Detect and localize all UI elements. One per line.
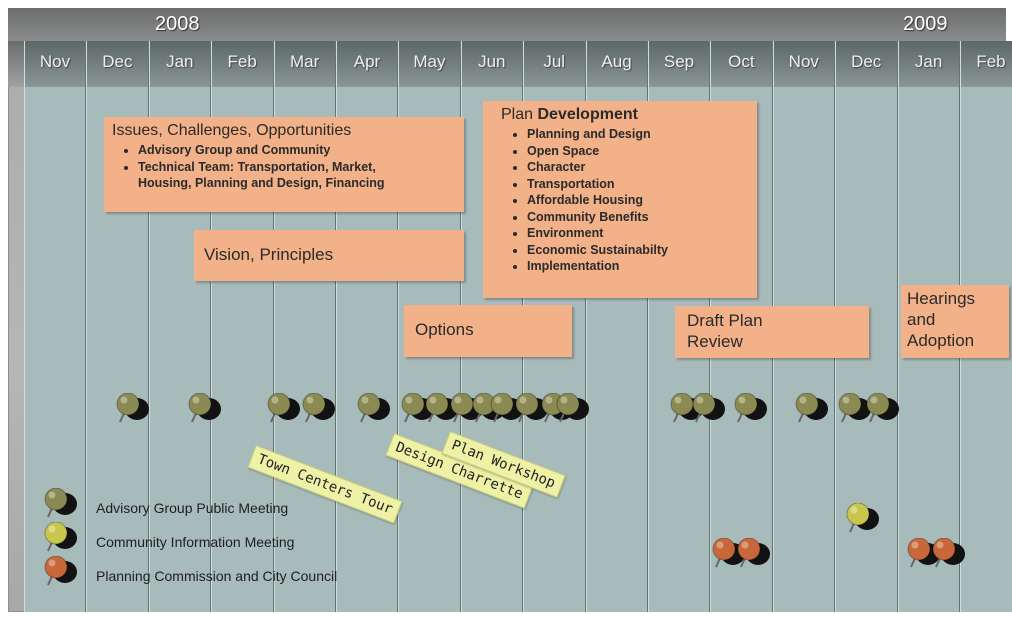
month-label: Mar — [289, 52, 320, 71]
issues-item: Housing, Planning and Design, Financing — [138, 176, 385, 190]
draft-plan-box: Draft Plan Review — [675, 306, 869, 358]
advisory-meeting-pin — [116, 393, 149, 423]
legend-community-label: Community Information Meeting — [96, 534, 295, 550]
month-label: Sep — [663, 52, 695, 71]
month-label: Feb — [227, 52, 257, 71]
legend-planning-label: Planning Commission and City Council — [96, 568, 338, 584]
advisory-meeting-pin — [357, 393, 390, 423]
year-label: 2008 — [155, 13, 200, 35]
month-column-header — [898, 41, 959, 87]
month-column-header — [836, 41, 897, 87]
community-meeting-pin — [846, 503, 879, 533]
advisory-meeting-pin — [734, 393, 767, 423]
year-label: 2009 — [903, 13, 948, 35]
issues-title: Issues, Challenges, Opportunities — [112, 122, 352, 139]
plan-development-title-a: Plan — [501, 106, 534, 123]
plan-development-box: Plan Development Planning and Design Ope… — [483, 101, 757, 298]
month-label: Jul — [543, 52, 566, 71]
year-bar — [8, 8, 1006, 41]
advisory-meeting-pin — [838, 393, 871, 423]
hearings-line3: Adoption — [907, 331, 975, 350]
month-label: Dec — [851, 52, 882, 71]
month-column-header — [87, 41, 148, 87]
month-column-header — [212, 41, 273, 87]
month-column-header — [25, 41, 86, 87]
month-column — [24, 41, 87, 612]
month-label: Jan — [914, 52, 943, 71]
advisory-meeting-pin — [302, 393, 335, 423]
plan-item: Open Space — [527, 143, 739, 160]
month-label: Aug — [601, 52, 632, 71]
issues-box: Issues, Challenges, Opportunities Adviso… — [104, 117, 464, 212]
draft-line2: Review — [687, 332, 743, 351]
plan-item: Character — [527, 159, 739, 176]
plan-item: Environment — [527, 225, 739, 242]
vision-title: Vision, Principles — [204, 245, 334, 264]
plan-development-list: Planning and Design Open Space Character… — [501, 126, 739, 275]
issues-item: Advisory Group and Community — [138, 142, 456, 159]
draft-line1: Draft Plan — [687, 311, 763, 330]
plan-item: Implementation — [527, 258, 739, 275]
planning-commission-pin — [737, 538, 770, 568]
month-column-header — [461, 41, 523, 87]
vision-box: Vision, Principles — [194, 230, 464, 281]
legend-community-pin — [44, 522, 77, 552]
planning-commission-pin — [932, 538, 965, 568]
month-label: Jun — [478, 52, 506, 71]
plan-item: Affordable Housing — [527, 192, 739, 209]
plan-item: Community Benefits — [527, 209, 739, 226]
advisory-meeting-pin — [188, 393, 221, 423]
month-label: Nov — [39, 52, 71, 71]
issues-list: Advisory Group and Community Technical T… — [112, 142, 456, 192]
month-label: May — [413, 52, 446, 71]
legend-advisory-pin — [44, 488, 77, 518]
plan-item: Economic Sustainabilty — [527, 242, 739, 259]
advisory-meeting-pin — [450, 393, 483, 423]
month-column-header — [649, 41, 710, 87]
month-column-header — [149, 41, 211, 87]
month-column-header — [711, 41, 772, 87]
legend-planning-pin — [44, 556, 77, 586]
plan-item: Transportation — [527, 176, 739, 193]
month-column-header — [337, 41, 398, 87]
plan-item: Planning and Design — [527, 126, 739, 143]
advisory-meeting-pin — [866, 393, 899, 423]
hearings-line2: and — [907, 310, 936, 329]
month-label: Apr — [353, 52, 381, 71]
month-label: Oct — [728, 52, 755, 71]
hearings-line1: Hearings — [907, 289, 976, 308]
month-column-header — [586, 41, 647, 87]
options-title: Options — [415, 320, 474, 339]
advisory-meeting-pin — [515, 393, 548, 423]
advisory-meeting-pin — [692, 393, 725, 423]
advisory-meeting-pin — [556, 393, 589, 423]
month-label: Nov — [788, 52, 819, 71]
plan-development-title: Plan Development — [501, 106, 739, 124]
legend-advisory-label: Advisory Group Public Meeting — [96, 500, 289, 516]
month-label: Dec — [102, 52, 133, 71]
month-column-header — [961, 41, 1012, 87]
month-column-header — [274, 41, 335, 87]
advisory-meeting-pin — [795, 393, 828, 423]
plan-development-title-b: Development — [537, 106, 638, 123]
hearings-box: Hearings and Adoption — [901, 285, 1009, 358]
month-column-header — [773, 41, 835, 87]
issues-item: Technical Team: Transportation, Market, — [138, 159, 456, 176]
month-column-header — [524, 41, 585, 87]
month-label: Jan — [166, 52, 194, 71]
month-label: Feb — [976, 52, 1006, 71]
options-box: Options — [404, 305, 572, 357]
month-column-header — [399, 41, 460, 87]
advisory-meeting-pin — [267, 393, 300, 423]
